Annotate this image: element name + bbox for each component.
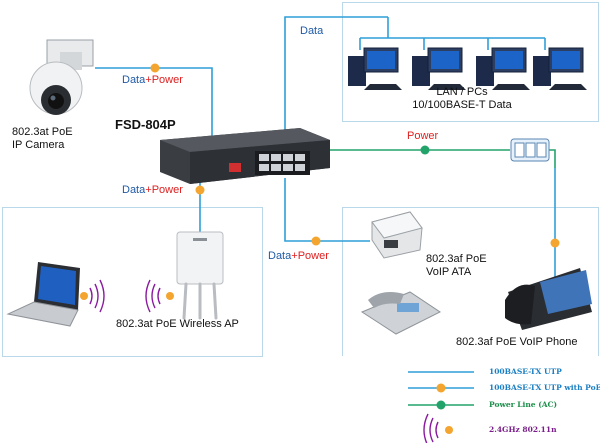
lan-label: LAN / PCs 10/100BASE-T Data — [412, 86, 512, 111]
legend-item-utp: 100BASE-TX UTP — [489, 367, 562, 376]
legend-item-wifi: 2.4GHz 802.11n — [489, 425, 557, 434]
legend-frame — [342, 356, 599, 442]
voip-ata-icon — [371, 211, 423, 259]
poe-badge-camera — [150, 63, 160, 73]
link-label-ap: Data+Power — [122, 184, 183, 196]
legend-item-utp-poe: 100BASE-TX UTP with PoE — [489, 383, 600, 392]
power-outlet-icon — [510, 138, 550, 162]
wifi-signal-ap-icon — [145, 279, 161, 313]
poe-badge-ata — [311, 236, 321, 246]
phone-label: 802.3af PoE VoIP Phone — [456, 336, 578, 348]
ata-cable — [284, 178, 370, 242]
lan-cable — [284, 16, 388, 140]
link-label-data-top: Data — [300, 25, 324, 37]
poe-badge-ap — [195, 185, 205, 195]
ip-camera-icon — [29, 39, 94, 115]
access-point-icon — [176, 231, 224, 320]
pc-icon-4 — [533, 47, 587, 90]
link-label-power: Power — [407, 130, 439, 142]
ata-label: 802.3af PoE VoIP ATA — [426, 253, 487, 278]
legend-graphics — [408, 371, 474, 443]
device-title: FSD-804P — [115, 117, 176, 132]
poe-badge-phone — [550, 238, 560, 248]
legend-item-power-line: Power Line (AC) — [489, 400, 558, 409]
voip-phone-icon — [505, 268, 592, 330]
desk-phone-icon — [360, 291, 441, 335]
camera-cable — [95, 67, 213, 140]
switch-icon — [160, 128, 330, 184]
ap-label: 802.3at PoE Wireless AP — [116, 318, 239, 330]
wifi-signal-laptop-icon — [89, 279, 105, 313]
pc-icon-1 — [348, 47, 402, 90]
ac-badge — [420, 145, 430, 155]
pc-icon-2 — [412, 47, 466, 90]
link-label-camera: Data+Power — [122, 74, 183, 86]
ip-camera-label: 802.3at PoE IP Camera — [12, 126, 73, 151]
link-label-ata: Data+Power — [268, 250, 329, 262]
pc-icon-3 — [476, 47, 530, 90]
laptop-icon — [6, 262, 80, 327]
